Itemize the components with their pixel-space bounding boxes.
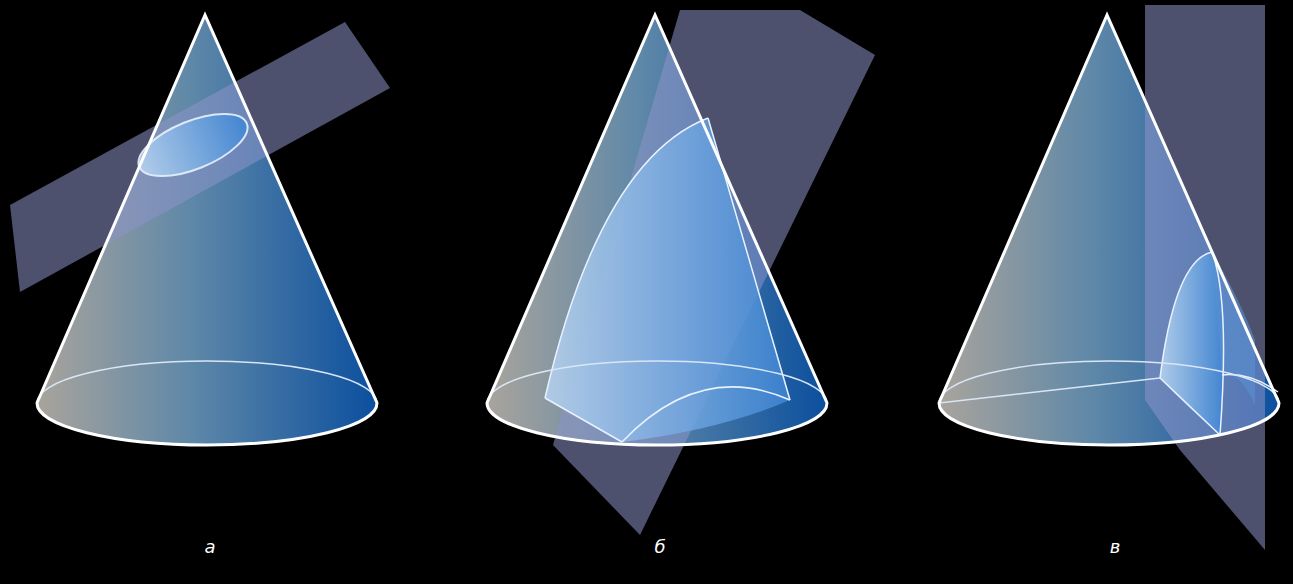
cone-a [10,15,390,445]
figure-letter: а [204,536,215,557]
figure-letter: в [1110,536,1121,557]
cone-b [487,10,875,535]
cone-c [939,5,1279,550]
figure-letter: б [654,536,665,557]
